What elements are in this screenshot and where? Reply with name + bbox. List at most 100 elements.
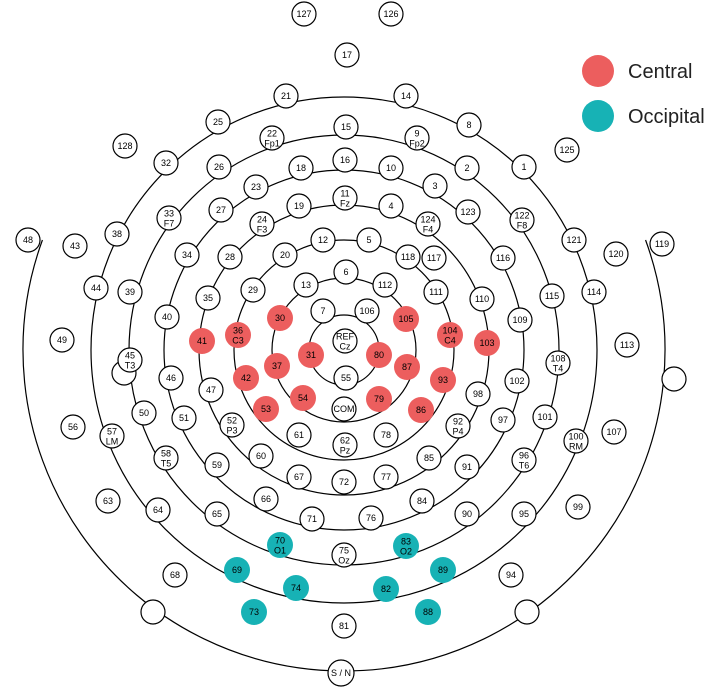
- electrode-dot: [561, 227, 587, 253]
- electrode-dot: [545, 350, 571, 376]
- electrode-8: 8: [456, 112, 482, 138]
- electrode-dot: [332, 432, 358, 458]
- electrode-dot: [445, 413, 471, 439]
- electrode-dot: [331, 396, 357, 422]
- electrode-dot: [454, 454, 480, 480]
- electrode-sublabel: Fz: [340, 199, 350, 209]
- electrode-label: 67: [294, 472, 304, 482]
- electrode-dot: [332, 147, 358, 173]
- electrode-dot: [415, 599, 441, 625]
- electrode-117: 117: [421, 245, 447, 271]
- electrode-110: 110: [469, 286, 495, 312]
- electrode-sublabel: F4: [423, 225, 434, 235]
- electrode-dot: [158, 365, 184, 391]
- electrode-label: 113: [620, 340, 634, 350]
- electrode-97: 97: [490, 407, 516, 433]
- electrode-dot: [288, 155, 314, 181]
- electrode-dot: [99, 423, 125, 449]
- electrode-label: 39: [125, 287, 135, 297]
- electrode-4: 4: [378, 193, 404, 219]
- electrode-label: 88: [423, 607, 433, 617]
- electrode-label: 41: [197, 336, 207, 346]
- electrode-label: 87: [402, 362, 412, 372]
- electrode-dot: [241, 599, 267, 625]
- electrode-dot: [416, 445, 442, 471]
- electrode-dot: [393, 533, 419, 559]
- electrode-label: 125: [559, 145, 574, 155]
- electrode-label: 60: [256, 451, 266, 461]
- electrode-19: 19: [286, 193, 312, 219]
- electrode-26: 26: [206, 154, 232, 180]
- electrode-sublabel: C4: [444, 336, 456, 346]
- electrode-17: 17: [334, 42, 360, 68]
- electrode-label: 84: [417, 496, 427, 506]
- electrode-16: 16: [332, 147, 358, 173]
- electrode-label: 86: [416, 405, 426, 415]
- electrode-label: 116: [496, 253, 510, 263]
- electrode-101: 101: [532, 404, 558, 430]
- electrode-dot: [206, 154, 232, 180]
- electrode-label: 102: [509, 376, 524, 386]
- electrode-dot: [422, 173, 448, 199]
- electrode-dot: [565, 494, 591, 520]
- electrode-label: 117: [427, 253, 441, 263]
- electrode-dot: [455, 199, 481, 225]
- electrode-label: 64: [153, 505, 163, 515]
- electrode-label: 63: [103, 496, 113, 506]
- electrode-dot: [219, 412, 245, 438]
- electrode-37: 37: [264, 353, 290, 379]
- electrode-label: 12: [318, 235, 328, 245]
- electrode-com: COM: [331, 396, 357, 422]
- electrode-107: 107: [601, 419, 627, 445]
- electrode-label: 54: [298, 393, 308, 403]
- electrode-label: 5: [366, 235, 371, 245]
- electrode-label: 108: [550, 354, 565, 364]
- electrode-label: 29: [248, 285, 258, 295]
- electrode-10: 10: [378, 155, 404, 181]
- electrode-label: 114: [587, 287, 601, 297]
- electrode-dot: [539, 283, 565, 309]
- electrode-dot: [378, 155, 404, 181]
- electrode-label: 85: [424, 453, 434, 463]
- electrode-dot: [286, 464, 312, 490]
- electrode-sublabel: T3: [125, 361, 136, 371]
- electrode-label: 124: [420, 215, 435, 225]
- electrode-dot: [156, 205, 182, 231]
- electrode-label: COM: [334, 404, 355, 414]
- electrode-dot: [171, 405, 197, 431]
- legend-swatch: [582, 55, 614, 87]
- electrode-1: 1: [511, 154, 537, 180]
- electrode-dot: [117, 347, 143, 373]
- electrode-61: 61: [286, 422, 312, 448]
- electrode-label: 81: [339, 621, 349, 631]
- electrode-81: 81: [331, 613, 357, 639]
- electrode-label: 69: [232, 565, 242, 575]
- electrode-label: 50: [139, 408, 149, 418]
- electrode-dot: [162, 562, 188, 588]
- electrode-sublabel: Pz: [340, 446, 351, 456]
- electrode-80: 80: [366, 342, 392, 368]
- electrode-sublabel: LM: [106, 437, 119, 447]
- electrode-31: 31: [298, 342, 324, 368]
- electrode-label: 25: [213, 117, 223, 127]
- electrode-121: 121: [561, 227, 587, 253]
- electrode-dot: [437, 322, 463, 348]
- electrode-dot: [393, 306, 419, 332]
- electrode-label: 75: [339, 546, 349, 556]
- electrode-99: 99: [565, 494, 591, 520]
- electrode-label: 127: [296, 9, 311, 19]
- electrode-label: 96: [519, 451, 529, 461]
- electrode-label: 79: [374, 394, 384, 404]
- electrode-dot: [421, 245, 447, 271]
- electrode-dot: [112, 133, 138, 159]
- electrode-dot: [334, 42, 360, 68]
- electrode-dot: [603, 241, 629, 267]
- electrode-label: 31: [306, 350, 316, 360]
- electrode-label: 83: [401, 537, 411, 547]
